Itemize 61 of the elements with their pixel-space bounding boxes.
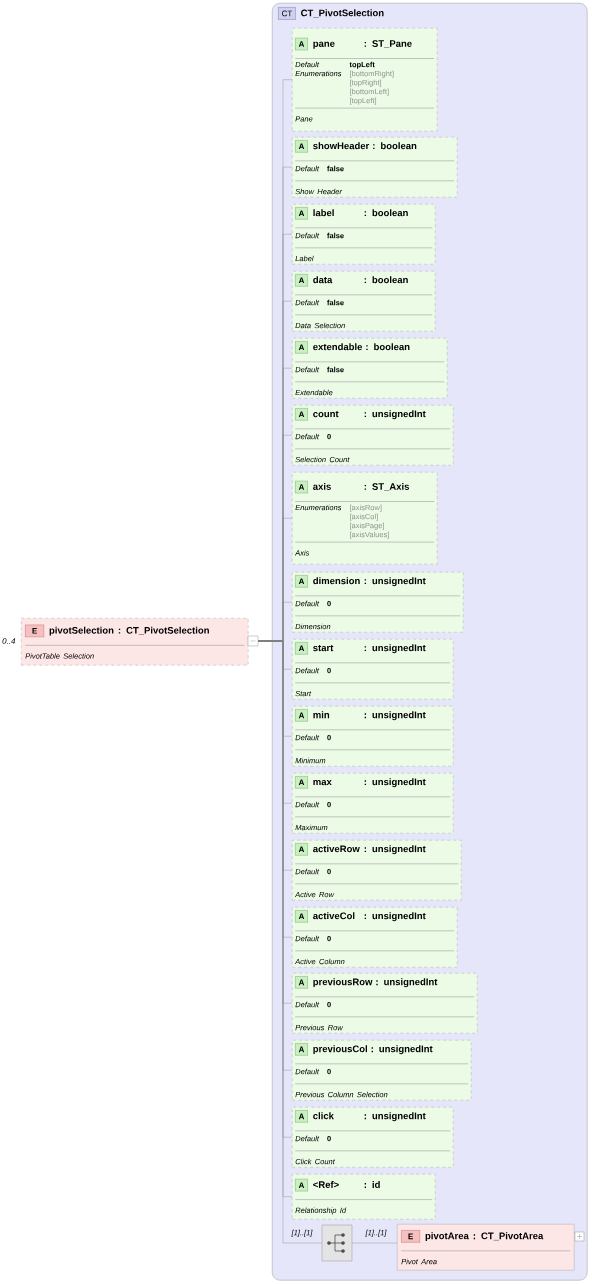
attribute-name: max [313, 780, 332, 786]
attribute-badge: A [295, 642, 308, 655]
attribute-type: : ST_Axis [364, 482, 410, 491]
element-badge: E [25, 624, 45, 638]
attribute-badge: A [295, 480, 308, 494]
attribute-name: extendable [313, 343, 363, 351]
attribute-badge: A [295, 1043, 308, 1056]
cardinality: 0..4 [2, 638, 16, 644]
attribute-badge: A [295, 1179, 308, 1192]
attribute-badge: A [295, 843, 308, 856]
attribute-badge: A [295, 408, 308, 421]
attribute-type: : unsignedInt [364, 1112, 426, 1122]
sequence-box [321, 1224, 353, 1262]
attribute-badge: A [295, 709, 308, 722]
attribute-name: data [313, 276, 333, 284]
attribute-badge: A [295, 341, 308, 354]
attribute-name: previousRow [313, 978, 373, 988]
attribute-name: previousCol [313, 1045, 367, 1055]
attribute-badge: A [295, 976, 308, 989]
element-name: pivotArea [425, 1232, 469, 1242]
attribute-type: : boolean [364, 209, 408, 217]
attribute-name: showHeader [313, 142, 370, 150]
attribute-type: : unsignedInt [364, 577, 426, 587]
attribute-type: : unsignedInt [364, 644, 426, 654]
complex-type-name: CT_PivotSelection [301, 9, 384, 18]
attribute-badge: A [295, 37, 308, 51]
element-type: : CT_PivotSelection [118, 626, 209, 635]
attribute-type: : boolean [373, 142, 417, 150]
attribute-type: : boolean [366, 343, 410, 351]
attribute-type: : id [364, 1181, 380, 1188]
element-name: pivotSelection [49, 626, 114, 636]
complex-type-badge: CT [278, 7, 296, 20]
attribute-badge: A [295, 1110, 308, 1123]
attribute-name: min [313, 711, 330, 719]
attribute-type: : boolean [364, 276, 408, 284]
attribute-badge: A [295, 776, 308, 789]
attribute-type: : unsignedInt [364, 912, 426, 922]
attribute-type: : ST_Pane [364, 40, 412, 48]
attribute-type: : unsignedInt [364, 845, 426, 855]
attribute-name: axis [313, 482, 331, 490]
attribute-name: <Ref> [313, 1181, 339, 1188]
attribute-name: activeRow [313, 845, 360, 853]
attribute-name: activeCol [313, 912, 355, 920]
attribute-type: : unsignedInt [364, 711, 426, 721]
attribute-type: : unsignedInt [376, 978, 438, 988]
attribute-name: click [313, 1112, 334, 1120]
attribute-name: dimension [313, 577, 360, 585]
attribute-badge: A [295, 575, 308, 588]
attribute-badge: A [295, 140, 308, 153]
element-type: : CT_PivotArea [473, 1232, 544, 1241]
attribute-name: start [313, 644, 334, 652]
attribute-badge: A [295, 207, 308, 220]
attribute-name: label [313, 209, 334, 217]
element-badge: E [401, 1230, 421, 1243]
attribute-badge: A [295, 274, 308, 287]
attribute-name: pane [313, 41, 335, 49]
attribute-badge: A [295, 910, 308, 923]
attribute-type: : unsignedInt [364, 778, 426, 788]
attribute-type: : unsignedInt [364, 410, 426, 420]
attribute-name: count [313, 410, 339, 418]
attribute-type: : unsignedInt [371, 1045, 433, 1055]
